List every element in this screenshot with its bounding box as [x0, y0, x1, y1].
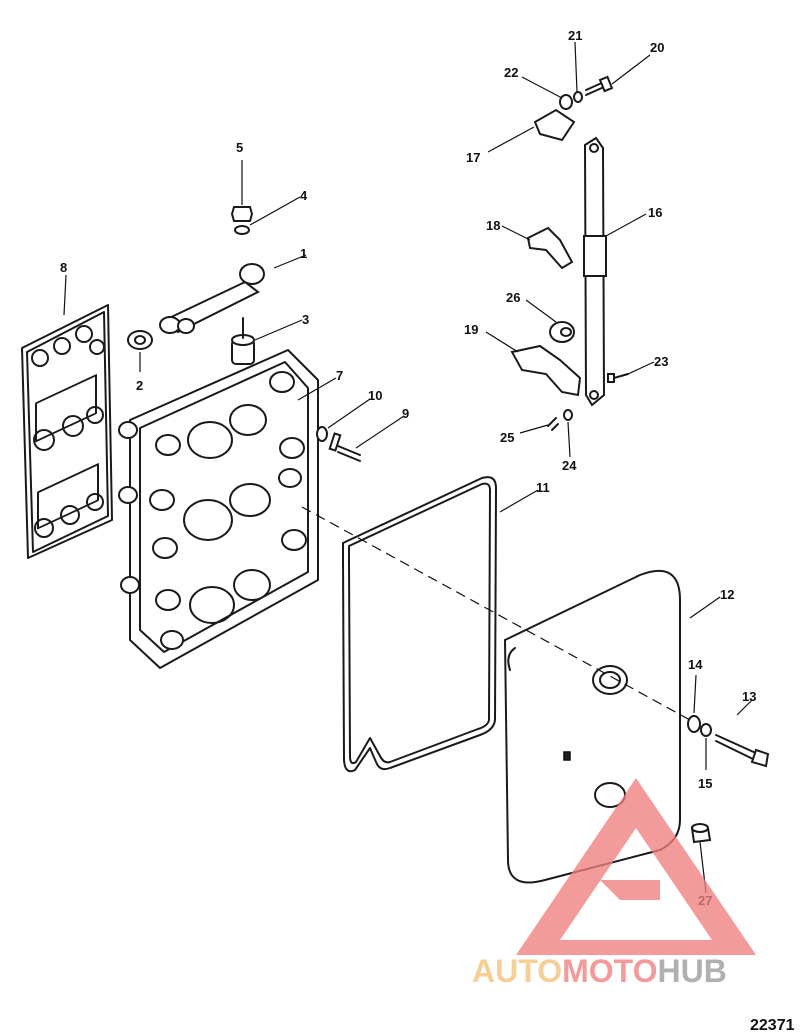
callout-25: 25 — [500, 430, 514, 445]
callout-12: 12 — [720, 587, 734, 602]
washer-part-10 — [316, 426, 328, 442]
watermark-auto: AUTO — [472, 953, 562, 989]
assembly-centerline — [301, 506, 691, 721]
callout-14: 14 — [688, 657, 703, 672]
callout-13: 13 — [742, 689, 756, 704]
link-rod-part-16 — [583, 136, 607, 407]
callout-10: 10 — [368, 388, 382, 403]
stud-part-3 — [231, 317, 255, 365]
callout-22: 22 — [504, 65, 518, 80]
callout-3: 3 — [302, 312, 309, 327]
bolt-part-9 — [328, 432, 361, 462]
washer-part-14 — [687, 715, 701, 733]
watermark-triangle-icon — [516, 778, 756, 955]
automotohub-watermark-logo: AUTOMOTOHUB — [472, 778, 756, 989]
callout-4: 4 — [300, 188, 308, 203]
callout-23: 23 — [654, 354, 668, 369]
callout-1: 1 — [300, 246, 307, 261]
plug-part-27 — [690, 823, 712, 844]
callout-16: 16 — [648, 205, 662, 220]
leader-lines — [63, 41, 753, 894]
screw-part-20 — [585, 75, 614, 96]
carburetor-body-part-7 — [118, 349, 319, 669]
lever-part-18 — [526, 226, 574, 270]
callout-19: 19 — [464, 322, 478, 337]
callout-17: 17 — [466, 150, 480, 165]
callout-7: 7 — [336, 368, 343, 383]
lockwasher-part-15 — [700, 723, 712, 737]
callout-18: 18 — [486, 218, 500, 233]
washer-part-4 — [234, 225, 250, 235]
o-ring-gasket-part-11 — [342, 476, 497, 773]
lever-part-19 — [510, 344, 582, 397]
watermark-moto: MOTO — [562, 953, 657, 989]
clip-part-25 — [547, 417, 559, 431]
figure-number: 22371 — [750, 1017, 795, 1034]
screw-part-23 — [607, 373, 629, 383]
callout-26: 26 — [506, 290, 520, 305]
callout-9: 9 — [402, 406, 409, 421]
roller-part-26 — [549, 321, 575, 343]
callout-labels: 1 2 3 4 5 7 8 9 10 11 12 13 14 15 16 17 … — [60, 28, 756, 908]
bushing-part-2 — [127, 330, 153, 350]
gasket-part-8 — [21, 304, 113, 559]
lockwasher-part-21 — [573, 91, 583, 103]
callout-11: 11 — [536, 480, 550, 495]
callout-21: 21 — [568, 28, 582, 43]
callout-5: 5 — [236, 140, 243, 155]
callout-2: 2 — [136, 378, 143, 393]
nut-part-5 — [230, 206, 254, 222]
washer-part-22 — [559, 94, 573, 110]
washer-part-24 — [563, 409, 573, 421]
bolt-part-13 — [715, 734, 770, 768]
lever-link-part-1 — [159, 263, 265, 334]
callout-20: 20 — [650, 40, 664, 55]
watermark-hub: HUB — [657, 953, 726, 989]
bracket-part-17 — [533, 108, 576, 142]
callout-8: 8 — [60, 260, 67, 275]
callout-15: 15 — [698, 776, 712, 791]
watermark-text: AUTOMOTOHUB — [472, 953, 727, 989]
callout-24: 24 — [562, 458, 577, 473]
